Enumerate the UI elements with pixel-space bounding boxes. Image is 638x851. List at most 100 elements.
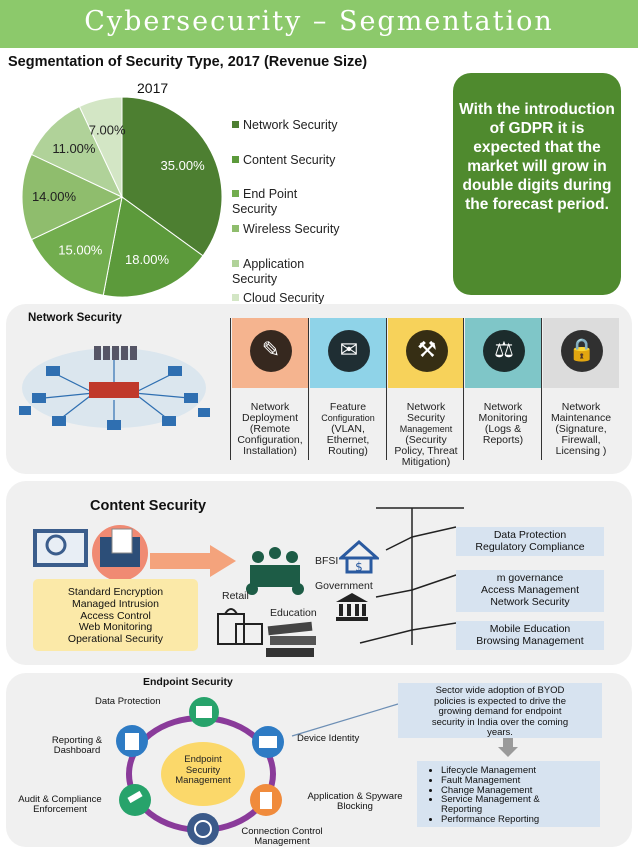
pie-data-label: 11.00% [52, 141, 96, 156]
email-virus-icon: ✉ [310, 318, 386, 388]
legend-item: Network Security [232, 118, 337, 133]
endpoint-management-list-box: Lifecycle ManagementFault ManagementChan… [417, 761, 600, 827]
content-sector-box-line: Data Protection [493, 529, 567, 541]
network-column-label-line: Network [483, 401, 523, 413]
content-monitor-illustration [33, 525, 148, 581]
center-label-line: Security [185, 764, 221, 776]
header-banner [0, 0, 638, 48]
page-title: Cybersecurity – Segmentation [84, 6, 554, 37]
network-column-label-line: Policy, Threat [394, 445, 458, 457]
ring-label-line: Management [254, 836, 310, 847]
legend-item: Wireless Security [232, 222, 340, 237]
mechanic-icon: ⚒ [388, 318, 464, 388]
network-column-label-line: (VLAN, [331, 423, 365, 435]
content-feature-item: Access Control [80, 609, 151, 622]
network-column-label-line: (Logs & [484, 423, 522, 435]
legend-label: Security [232, 202, 278, 216]
ring-label-line: Application & Spyware [307, 791, 403, 802]
content-feature-item: Managed Intrusion [72, 597, 159, 610]
network-security-title: Network Security [28, 312, 122, 324]
content-sector-connectors [359, 507, 464, 645]
network-column-glyph: ✉ [328, 330, 370, 372]
endpoint-ring-diagram [116, 697, 284, 845]
content-feature-item: Web Monitoring [78, 621, 153, 634]
retail-bag-icon [217, 608, 263, 645]
network-column-label-line: Licensing ) [555, 445, 607, 457]
gdpr-callout-text: With the introduction of GDPR it is expe… [459, 101, 615, 213]
ring-label-reporting-dashboard: Reporting & Dashboard [46, 736, 108, 756]
arrow-right-icon [150, 545, 236, 577]
network-column-label-line: (Remote [249, 423, 291, 435]
network-topology-illustration [19, 346, 210, 430]
legend-swatch [232, 225, 239, 232]
ring-label-application-blocking: Application & Spyware Blocking [290, 792, 420, 812]
computer-icons [19, 366, 210, 430]
content-feature-item: Standard Encryption [67, 586, 164, 598]
network-column-label-line: Configuration, [237, 434, 303, 446]
byod-text-line: Sector wide adoption of BYOD [435, 685, 565, 696]
pie-data-label: 15.00% [58, 243, 103, 258]
pie-data-label: 35.00% [161, 158, 206, 173]
legend-label: Network Security [243, 118, 338, 132]
chart-subtitle: 2017 [137, 80, 169, 96]
network-column-label-line: (Security [405, 434, 447, 446]
content-sector-box-line: Browsing Management [476, 635, 584, 647]
endpoint-management-item: Service Management & [441, 795, 600, 805]
endpoint-management-item: Fault Management [441, 775, 600, 786]
government-building-icon [336, 593, 368, 621]
sector-retail-label: Retail [222, 590, 249, 602]
magnifier-icon [45, 534, 67, 556]
pie-slice [121, 96, 223, 257]
ring-label-line: Reporting & [51, 735, 103, 746]
pie-data-label: 7.00% [89, 123, 126, 138]
endpoint-management-item: Performance Reporting [441, 815, 600, 825]
ring-label-device-identity: Device Identity [297, 733, 360, 744]
padlock-icon: 🔒 [543, 318, 619, 388]
pie-slice [30, 196, 123, 296]
network-column-glyph: ⚒ [406, 330, 448, 372]
meeting-group-icon [246, 547, 304, 595]
network-column-label-line: Security [407, 412, 445, 424]
byod-text-line: growing demand for endpoint [438, 706, 562, 717]
network-column-glyph: 🔒 [561, 330, 603, 372]
gavel-monitor-icon: ⚖ [465, 318, 541, 388]
pie-slice [21, 153, 124, 241]
center-label-line: Endpoint [184, 754, 222, 765]
network-column-glyph: ✎ [250, 330, 292, 372]
legend-label: End Point [243, 187, 298, 201]
network-column-label-line: Firewall, [561, 434, 601, 446]
byod-text-line: years. [487, 727, 513, 738]
network-column-label-line: Ethernet, [326, 434, 370, 446]
network-column-label-line: Monitoring [478, 412, 528, 424]
chart-title: Segmentation of Security Type, 2017 (Rev… [8, 54, 368, 70]
content-sector-box-line: Network Security [490, 596, 570, 608]
pie-slice [102, 196, 204, 298]
endpoint-center-label: Endpoint Security Management [168, 754, 238, 787]
ring-label-data-protection: Data Protection [95, 696, 161, 707]
legend-label: Security [232, 272, 278, 286]
education-books-icon [266, 621, 316, 657]
endpoint-management-item: Change Management [441, 785, 600, 796]
content-sector-box-line: Mobile Education [489, 623, 571, 635]
ring-label-line: Audit & Compliance [18, 794, 102, 805]
legend-label: Content Security [243, 153, 336, 167]
legend-label: Application [243, 257, 305, 271]
ring-label-line: Enforcement [33, 804, 87, 815]
pie-chart: 35.00%18.00%15.00%14.00%11.00%7.00% [21, 96, 223, 298]
network-column-label-line: Network [561, 401, 601, 413]
endpoint-center-circle [161, 742, 245, 806]
ring-label-line: Connection Control [241, 826, 323, 837]
center-label-line: Management [175, 775, 231, 786]
ring-label-connection-control: Connection Control Management [232, 827, 332, 847]
